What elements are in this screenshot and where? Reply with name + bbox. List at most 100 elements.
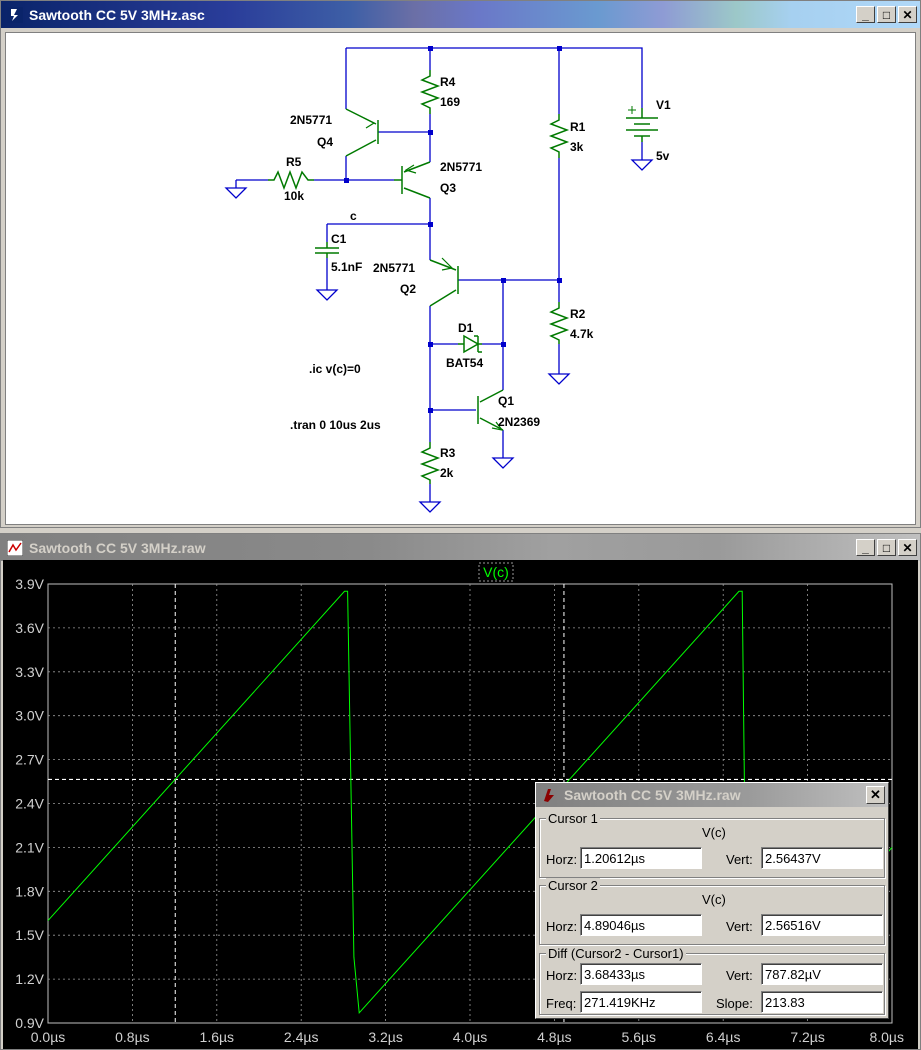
diff-vert-label: Vert:	[726, 968, 753, 983]
diff-vert-field[interactable]: 787.82µV	[761, 963, 883, 985]
maximize-icon: □	[882, 7, 891, 22]
diff-freq-field[interactable]: 271.419KHz	[580, 991, 702, 1013]
diff-slope-field[interactable]: 213.83	[761, 991, 883, 1013]
junctions	[344, 46, 562, 413]
schematic-drawing: R4 169 R1 3k R2 4.7k R3 2k R5 10k C1 5.1…	[224, 46, 671, 513]
x-tick-label: 2.4µs	[284, 1029, 319, 1045]
y-tick-label: 2.4V	[15, 796, 44, 812]
capacitor-c1[interactable]	[315, 242, 339, 258]
r3-name: R3	[440, 446, 456, 460]
r1-value: 3k	[570, 140, 584, 154]
wires	[235, 47, 643, 502]
resistor-r3[interactable]	[419, 442, 441, 484]
resistor-r4[interactable]	[419, 70, 441, 114]
x-tick-label: 4.8µs	[537, 1029, 572, 1045]
transistor-q2[interactable]	[429, 257, 459, 307]
maximize-button[interactable]: □	[877, 539, 896, 556]
x-tick-label: 8.0µs	[869, 1029, 904, 1045]
q1-name: Q1	[498, 394, 514, 408]
transistor-q1[interactable]	[477, 389, 504, 431]
minimize-button[interactable]: _	[856, 539, 875, 556]
maximize-icon: □	[882, 540, 891, 555]
d1-value: BAT54	[446, 356, 483, 370]
x-tick-label: 6.4µs	[706, 1029, 741, 1045]
x-tick-label: 3.2µs	[368, 1029, 403, 1045]
dialog-close-button[interactable]: ✕	[866, 786, 885, 804]
q4-name: Q4	[317, 135, 333, 149]
cursor1-horz-label: Horz:	[546, 852, 578, 867]
cursor2-vert-field[interactable]: 2.56516V	[761, 914, 883, 936]
schematic-canvas[interactable]: R4 169 R1 3k R2 4.7k R3 2k R5 10k C1 5.1…	[5, 32, 916, 525]
y-tick-label: 3.0V	[15, 708, 44, 724]
schematic-titlebar[interactable]: Sawtooth CC 5V 3MHz.asc _ □ ✕	[1, 1, 920, 28]
maximize-button[interactable]: □	[877, 6, 896, 23]
diff-horz-label: Horz:	[546, 968, 578, 983]
schematic-window: Sawtooth CC 5V 3MHz.asc _ □ ✕	[0, 0, 921, 528]
cursor2-vert-label: Vert:	[726, 919, 753, 934]
schematic-window-title: Sawtooth CC 5V 3MHz.asc	[29, 6, 205, 23]
cursor-dialog-titlebar[interactable]: Sawtooth CC 5V 3MHz.raw ✕	[536, 783, 888, 807]
diff-group-title: Diff (Cursor2 - Cursor1)	[546, 946, 686, 961]
v1-name: V1	[656, 98, 671, 112]
y-tick-label: 1.8V	[15, 883, 44, 899]
y-tick-label: 3.3V	[15, 664, 44, 680]
r5-name: R5	[286, 155, 302, 169]
y-tick-label: 2.7V	[15, 752, 44, 768]
cursor1-group: Cursor 1 V(c) Horz: 1.20612µs Vert: 2.56…	[539, 811, 885, 878]
x-tick-label: 5.6µs	[622, 1029, 657, 1045]
q2-name: Q2	[400, 282, 416, 296]
voltage-source-v1[interactable]	[626, 106, 658, 142]
resistor-r1[interactable]	[548, 114, 570, 158]
close-icon: ✕	[902, 540, 913, 555]
close-icon: ✕	[902, 7, 913, 22]
resistor-r5[interactable]	[268, 169, 314, 191]
x-tick-label: 4.0µs	[453, 1029, 488, 1045]
r4-name: R4	[440, 75, 456, 89]
tran-directive: .tran 0 10us 2us	[290, 418, 381, 432]
transistor-q4[interactable]	[345, 108, 379, 157]
diff-group: Diff (Cursor2 - Cursor1) Horz: 3.68433µs…	[539, 946, 885, 1015]
q1-value: 2N2369	[498, 415, 540, 429]
cursor1-vert-label: Vert:	[726, 852, 753, 867]
q3-name: Q3	[440, 181, 456, 195]
cursor1-horz-field[interactable]: 1.20612µs	[580, 847, 702, 869]
cursor1-trace: V(c)	[702, 825, 726, 840]
close-button[interactable]: ✕	[898, 6, 917, 23]
waveform-titlebar[interactable]: Sawtooth CC 5V 3MHz.raw _ □ ✕	[1, 534, 920, 561]
x-tick-label: 0.0µs	[31, 1029, 66, 1045]
component-labels: R4 169 R1 3k R2 4.7k R3 2k R5 10k C1 5.1…	[284, 75, 671, 480]
y-tick-label: 0.9V	[15, 1015, 44, 1031]
cursor2-horz-field[interactable]: 4.89046µs	[580, 914, 702, 936]
y-tick-label: 1.5V	[15, 927, 44, 943]
trace-label: V(c)	[483, 564, 509, 580]
diff-freq-label: Freq:	[546, 996, 577, 1011]
waveform-app-icon	[7, 539, 23, 556]
resistor-r2[interactable]	[548, 302, 570, 344]
r3-value: 2k	[440, 466, 454, 480]
r4-value: 169	[440, 95, 460, 109]
q2-value: 2N5771	[373, 261, 415, 275]
close-button[interactable]: ✕	[898, 539, 917, 556]
cursor2-group-title: Cursor 2	[546, 878, 600, 893]
y-tick-label: 3.9V	[15, 576, 44, 592]
cursor1-vert-field[interactable]: 2.56437V	[761, 847, 883, 869]
ltspice-schematic-icon	[7, 6, 23, 23]
trace-label-box	[478, 562, 514, 582]
ltspice-logo-icon	[544, 789, 554, 802]
q3-value: 2N5771	[440, 160, 482, 174]
waveform-window-title: Sawtooth CC 5V 3MHz.raw	[29, 539, 206, 556]
c1-name: C1	[331, 232, 347, 246]
d1-name: D1	[458, 321, 474, 335]
c1-value: 5.1nF	[331, 260, 362, 274]
minimize-button[interactable]: _	[856, 6, 875, 23]
cursor2-horz-label: Horz:	[546, 919, 578, 934]
r2-name: R2	[570, 307, 586, 321]
x-tick-label: 0.8µs	[115, 1029, 150, 1045]
cursor-dialog: Sawtooth CC 5V 3MHz.raw ✕ Cursor 1 V(c) …	[535, 782, 889, 1019]
diode-d1[interactable]	[458, 334, 482, 354]
cursor-dialog-title: Sawtooth CC 5V 3MHz.raw	[564, 787, 741, 803]
y-tick-label: 2.1V	[15, 839, 44, 855]
y-tick-label: 3.6V	[15, 620, 44, 636]
transistor-q3[interactable]	[394, 161, 431, 199]
diff-horz-field[interactable]: 3.68433µs	[580, 963, 702, 985]
